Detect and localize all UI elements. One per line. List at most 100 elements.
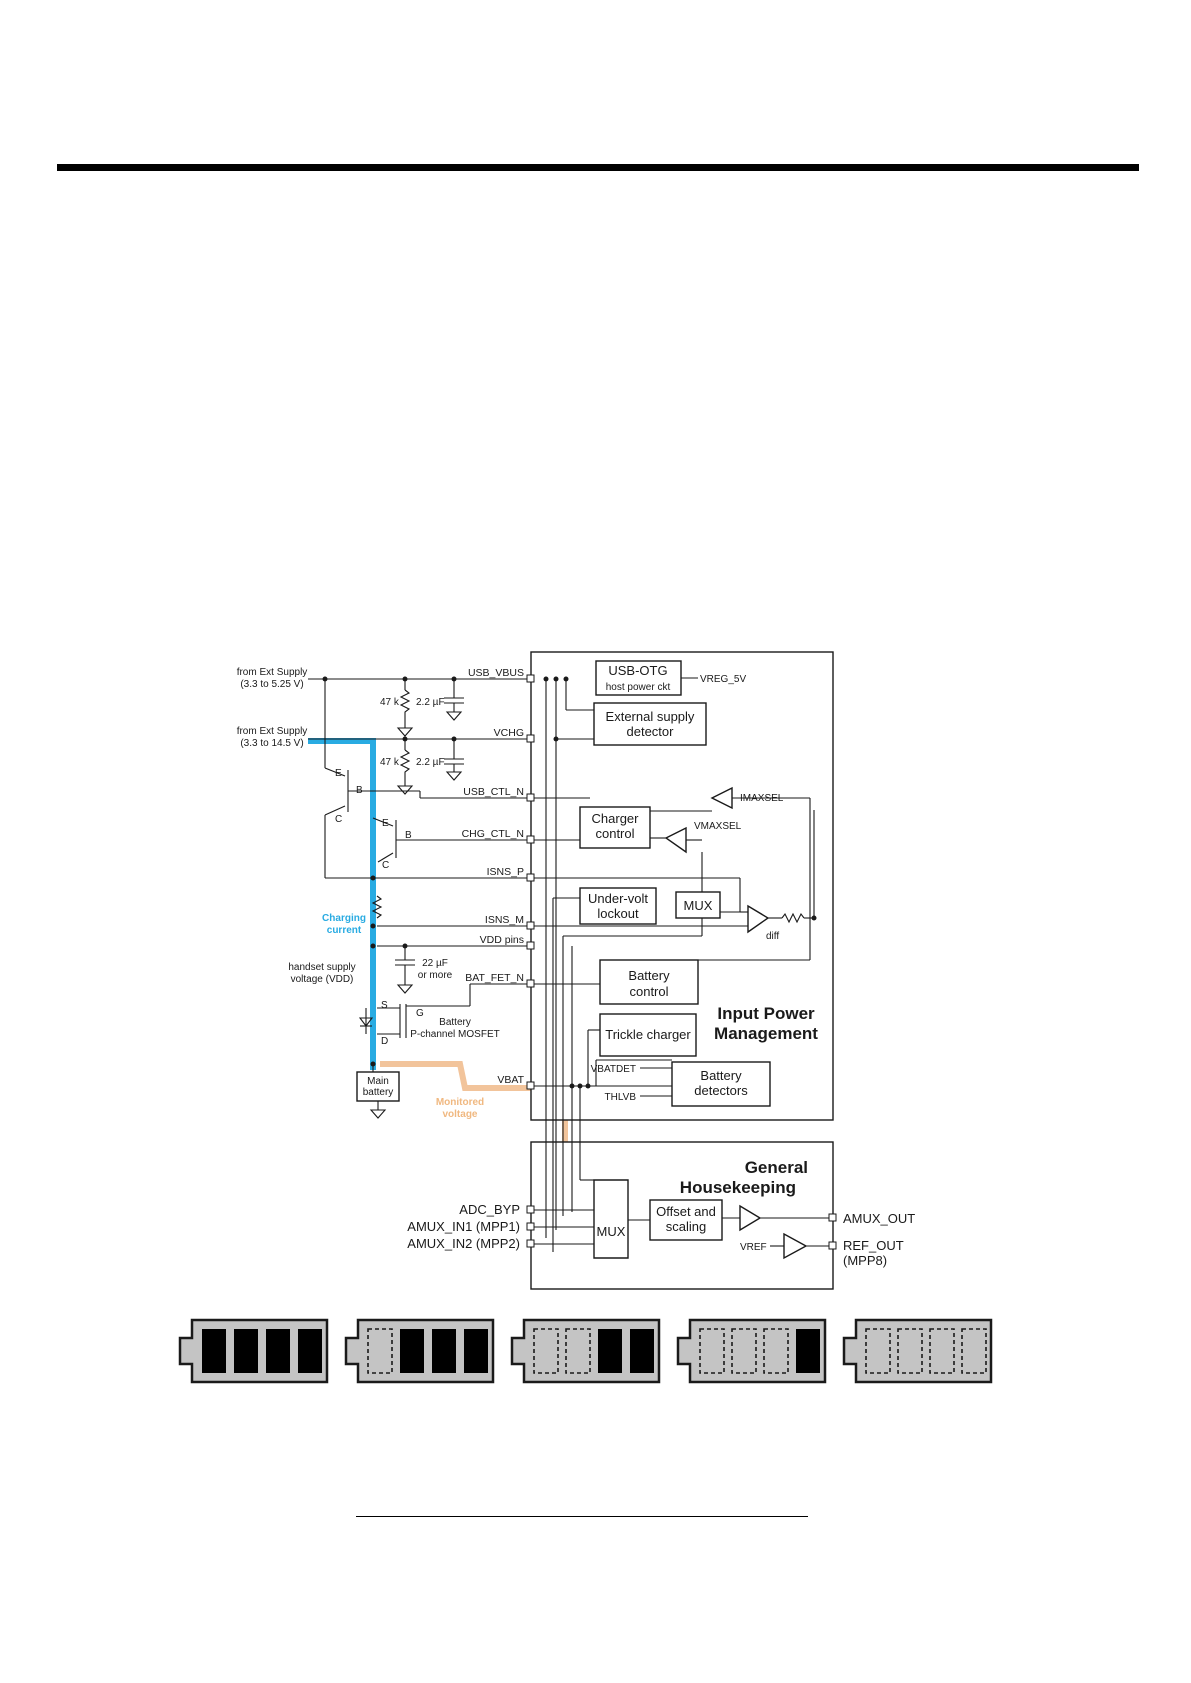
pin-vbat: VBAT bbox=[497, 1074, 524, 1086]
battery-cell bbox=[565, 1328, 591, 1374]
trickle-charger-label: Trickle charger bbox=[605, 1027, 691, 1042]
q1-emitter-label: E bbox=[335, 768, 342, 779]
battery-level-icons bbox=[178, 1318, 993, 1384]
pin-terminals bbox=[526, 674, 837, 1250]
fet-gate-label: G bbox=[416, 1008, 424, 1019]
usb-otg-label-1: USB-OTG bbox=[608, 663, 667, 678]
pin-isns-p: ISNS_P bbox=[487, 866, 524, 878]
battery-cell bbox=[464, 1329, 488, 1373]
c2-label: 2.2 µF bbox=[416, 757, 445, 768]
pin-ref-out: REF_OUT bbox=[843, 1238, 904, 1253]
vdd-label-1: handset supply bbox=[288, 962, 355, 973]
ext-supply-2-label: from Ext Supply bbox=[237, 726, 308, 737]
main-battery bbox=[356, 1071, 400, 1102]
top-rule bbox=[57, 164, 1139, 171]
battery-icon bbox=[510, 1318, 661, 1384]
c1-label: 2.2 µF bbox=[416, 697, 445, 708]
pin-usb-vbus: USB_VBUS bbox=[468, 667, 524, 679]
vreg-5v-label: VREG_5V bbox=[700, 674, 746, 685]
battery-icon bbox=[676, 1318, 827, 1384]
pin-amux-in1: AMUX_IN1 (MPP1) bbox=[407, 1219, 520, 1234]
charging-current-label-1: Charging bbox=[322, 913, 366, 924]
offset-scaling-label-2: scaling bbox=[666, 1219, 706, 1234]
diff-amplifier bbox=[747, 904, 770, 934]
ext-supply-2-range: (3.3 to 14.5 V) bbox=[240, 738, 303, 749]
battery-detectors-block bbox=[671, 1061, 771, 1107]
thlvb-label: THLVB bbox=[605, 1092, 637, 1103]
pin-amux-in2: AMUX_IN2 (MPP2) bbox=[407, 1236, 520, 1251]
main-battery-label-2: battery bbox=[363, 1087, 394, 1098]
uvlo-label-1: Under-volt bbox=[588, 891, 648, 906]
monitored-voltage-label-1: Monitored bbox=[436, 1097, 484, 1108]
pin-chg-ctl-n: CHG_CTL_N bbox=[462, 828, 524, 840]
vbatdet-label: VBATDET bbox=[591, 1064, 636, 1075]
charger-label-1: Charger bbox=[592, 811, 640, 826]
battery-cell bbox=[796, 1329, 820, 1373]
battery-detectors-label-2: detectors bbox=[694, 1083, 748, 1098]
charging-current-label-2: current bbox=[327, 925, 362, 936]
c3-label: 22 µF bbox=[422, 958, 448, 969]
battery-cell bbox=[533, 1328, 559, 1374]
mux-top-block bbox=[675, 891, 721, 919]
pin-usb-ctl-n: USB_CTL_N bbox=[463, 786, 524, 798]
mux-bottom-block bbox=[593, 1179, 629, 1259]
battery-cell bbox=[367, 1328, 393, 1374]
battery-cell bbox=[630, 1329, 654, 1373]
battery-cell bbox=[865, 1328, 891, 1374]
under-volt-lockout-block bbox=[579, 887, 657, 925]
fet-source-label: S bbox=[381, 1000, 388, 1011]
battery-control-block bbox=[599, 959, 699, 1005]
battery-icon bbox=[178, 1318, 329, 1384]
ext-supply-1-label: from Ext Supply bbox=[237, 667, 308, 678]
charger-label-2: control bbox=[595, 826, 634, 841]
trickle-charger-block bbox=[599, 1013, 697, 1057]
pin-amux-out: AMUX_OUT bbox=[843, 1211, 915, 1226]
uvlo-label-2: lockout bbox=[597, 906, 639, 921]
ext-detector-label-2: detector bbox=[627, 724, 675, 739]
fet-name-1: Battery bbox=[439, 1017, 471, 1028]
usb-otg-label-2: host power ckt bbox=[606, 682, 671, 693]
q2-emitter-label: E bbox=[382, 818, 389, 829]
diff-label: diff bbox=[766, 931, 779, 942]
junction-dots bbox=[322, 676, 817, 1089]
main-battery-label-1: Main bbox=[367, 1076, 389, 1087]
battery-cell bbox=[598, 1329, 622, 1373]
pin-bat-fet-n: BAT_FET_N bbox=[465, 972, 524, 984]
r1-label: 47 k bbox=[380, 697, 400, 708]
pin-vchg: VCHG bbox=[494, 727, 524, 739]
vmaxsel-label: VMAXSEL bbox=[694, 821, 742, 832]
c3-note: or more bbox=[418, 970, 453, 981]
battery-icon bbox=[344, 1318, 495, 1384]
imaxsel-label: IMAXSEL bbox=[740, 793, 784, 804]
battery-cell bbox=[266, 1329, 290, 1373]
q2-collector-label: C bbox=[382, 860, 389, 871]
battery-cell bbox=[400, 1329, 424, 1373]
battery-cell bbox=[298, 1329, 322, 1373]
battery-control-label-1: Battery bbox=[628, 968, 670, 983]
battery-cell bbox=[897, 1328, 923, 1374]
battery-detectors-label-1: Battery bbox=[700, 1068, 742, 1083]
input-power-management-title-2: Management bbox=[714, 1024, 818, 1043]
ext-supply-1-range: (3.3 to 5.25 V) bbox=[240, 679, 303, 690]
charging-current-path bbox=[308, 738, 376, 1070]
q2-base-label: B bbox=[405, 830, 412, 841]
bottom-rule bbox=[356, 1516, 808, 1517]
vref-label: VREF bbox=[740, 1242, 767, 1253]
battery-control-label-2: control bbox=[629, 984, 668, 999]
battery-cell bbox=[731, 1328, 757, 1374]
offset-scaling-label-1: Offset and bbox=[656, 1204, 716, 1219]
ext-detector-label-1: External supply bbox=[606, 709, 695, 724]
charger-control-block bbox=[579, 806, 651, 849]
battery-cell bbox=[699, 1328, 725, 1374]
general-housekeeping-title-2: Housekeeping bbox=[680, 1178, 796, 1197]
battery-cell bbox=[763, 1328, 789, 1374]
q1-collector-label: C bbox=[335, 814, 342, 825]
battery-cell bbox=[202, 1329, 226, 1373]
r2-label: 47 k bbox=[380, 757, 400, 768]
block-labels: USB-OTG host power ckt VREG_5V External … bbox=[588, 663, 818, 1253]
general-housekeeping-title-1: General bbox=[745, 1158, 808, 1177]
pin-vdd-pins: VDD pins bbox=[480, 934, 524, 946]
pin-labels: USB_VBUS VCHG USB_CTL_N CHG_CTL_N ISNS_P… bbox=[407, 667, 915, 1268]
pin-adc-byp: ADC_BYP bbox=[459, 1202, 520, 1217]
fet-name-2: P-channel MOSFET bbox=[410, 1029, 499, 1040]
